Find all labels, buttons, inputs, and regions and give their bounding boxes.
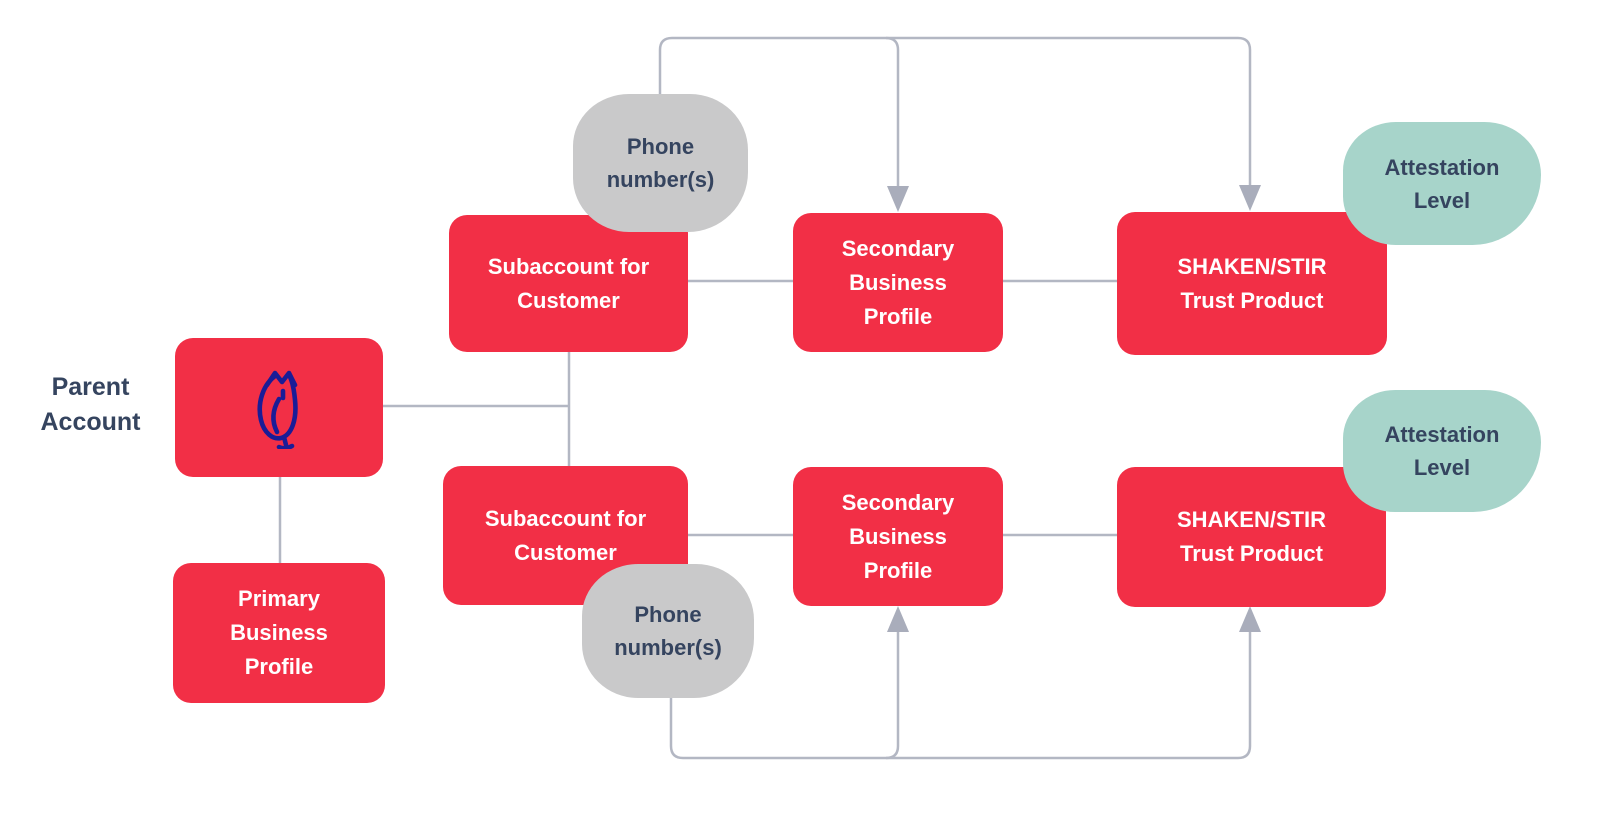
attestation-level-top-blob: Attestation Level xyxy=(1343,122,1541,245)
primary-business-profile-box: Primary Business Profile xyxy=(173,563,385,703)
owl-icon xyxy=(257,370,298,449)
arrowhead-up-secondary-bottom xyxy=(887,606,909,632)
parent-account-box xyxy=(175,338,383,477)
connector-phonebot-branch xyxy=(885,630,900,760)
arrowhead-down-shaken-top xyxy=(1239,185,1261,211)
parent-account-label: Parent Account xyxy=(40,373,141,436)
shaken-stir-trust-product-top-box: SHAKEN/STIR Trust Product xyxy=(1117,212,1387,355)
secondary-business-profile-top-box: Secondary Business Profile xyxy=(793,213,1003,352)
phone-numbers-bottom-blob: Phone number(s) xyxy=(582,564,754,698)
phone-numbers-top-blob: Phone number(s) xyxy=(573,94,748,232)
arrowhead-down-secondary-top xyxy=(887,186,909,212)
connector-phonetop-rail xyxy=(658,36,1252,188)
secondary-business-profile-bottom-box: Secondary Business Profile xyxy=(793,467,1003,606)
attestation-level-bottom-blob: Attestation Level xyxy=(1343,390,1541,512)
connector-phonetop-branch xyxy=(885,36,900,188)
arrowhead-up-shaken-bottom xyxy=(1239,606,1261,632)
shaken-stir-trust-product-bottom-box: SHAKEN/STIR Trust Product xyxy=(1117,467,1386,607)
subaccount-for-customer-top-box: Subaccount for Customer xyxy=(449,215,688,352)
connector-phonebot-rail xyxy=(669,630,1252,760)
